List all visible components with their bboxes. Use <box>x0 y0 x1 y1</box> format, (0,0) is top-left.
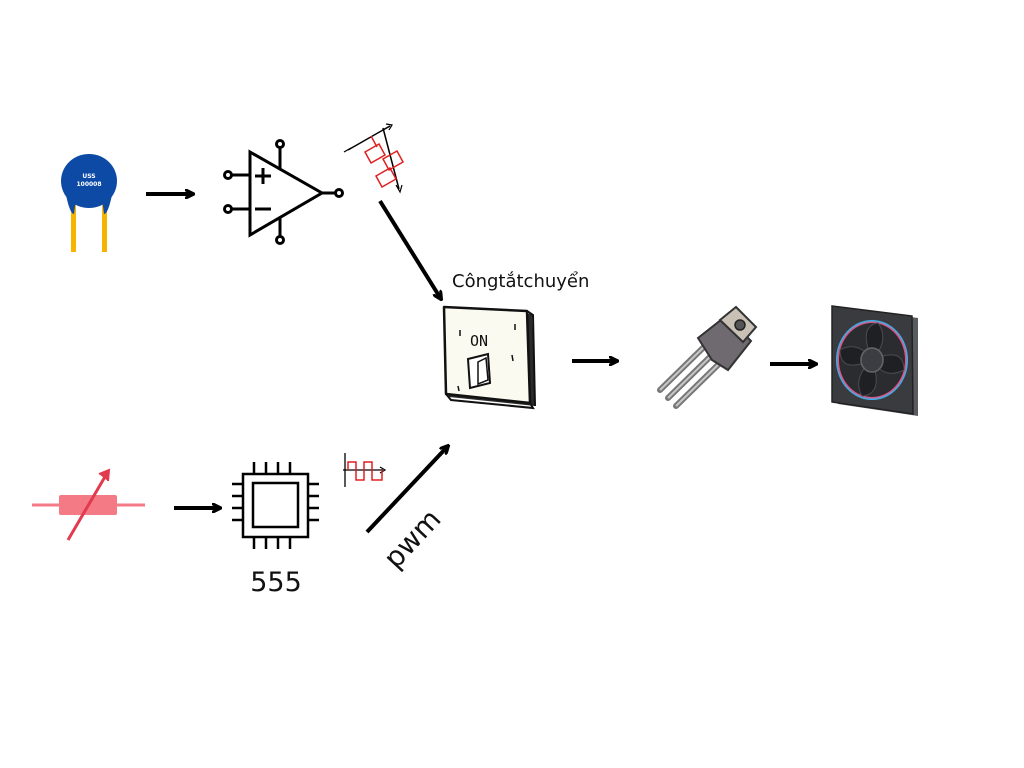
pwm-arrow-label: pwm <box>377 503 447 575</box>
thermistor-marking-2: 100008 <box>76 181 101 188</box>
arrow-pwm-to-switch <box>365 446 448 534</box>
timer-ic-label: 555 <box>250 567 302 598</box>
switch-caption: Côngtắtchuyển <box>452 271 589 292</box>
thermistor-icon: USS 100008 <box>61 154 117 252</box>
cooling-fan-icon <box>831 305 918 416</box>
arrow-comparator-to-switch <box>378 199 441 299</box>
transistor-icon <box>657 305 758 409</box>
toggle-switch-icon: ON <box>442 305 536 410</box>
comparator-waveform-icon <box>343 123 405 194</box>
variable-resistor-icon <box>32 468 145 541</box>
thermistor-marking-1: USS <box>82 173 95 180</box>
ic-chip-icon <box>232 462 319 549</box>
switch-on-label: ON <box>470 332 488 350</box>
op-amp-icon <box>223 139 344 245</box>
square-wave-icon <box>343 453 387 487</box>
